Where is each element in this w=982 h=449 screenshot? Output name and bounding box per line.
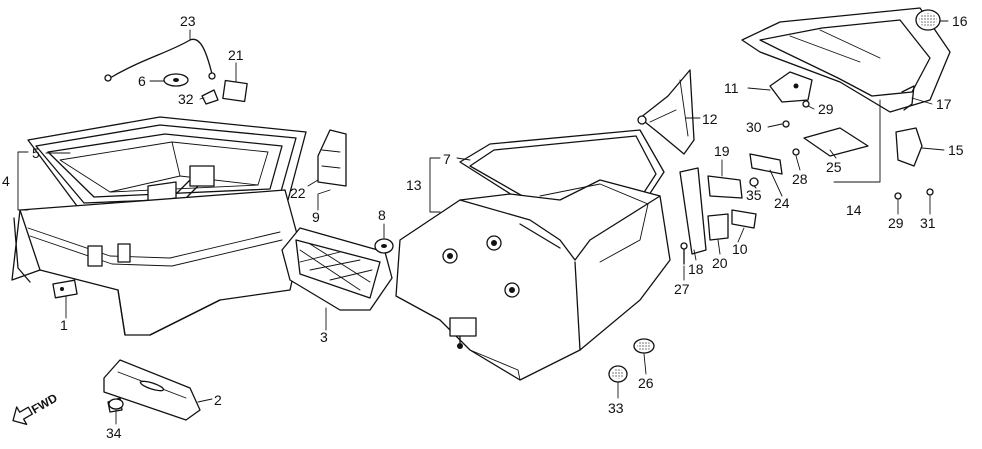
callout-31: 31 bbox=[920, 215, 936, 231]
callout-30: 30 bbox=[746, 119, 762, 135]
callout-29-upper: 29 bbox=[818, 101, 834, 117]
callout-1: 1 bbox=[60, 317, 68, 333]
callout-34: 34 bbox=[106, 425, 122, 441]
reflector-panel bbox=[281, 227, 393, 311]
callout-11: 11 bbox=[724, 80, 739, 96]
trunk-assembly bbox=[395, 129, 671, 381]
callout-21: 21 bbox=[228, 47, 244, 63]
callout-25: 25 bbox=[826, 159, 842, 175]
callout-26: 26 bbox=[638, 375, 654, 391]
small-hardware bbox=[104, 38, 934, 410]
callout-18: 18 bbox=[688, 261, 704, 277]
callout-32: 32 bbox=[178, 91, 194, 107]
callout-5: 5 bbox=[32, 145, 40, 161]
callout-23: 23 bbox=[180, 13, 196, 29]
callout-13: 13 bbox=[406, 177, 422, 193]
callout-29-lower: 29 bbox=[888, 215, 904, 231]
callout-12: 12 bbox=[702, 111, 718, 127]
callout-labels: 1 2 3 4 5 6 7 8 9 10 11 12 13 14 15 16 1… bbox=[2, 13, 968, 441]
callout-35: 35 bbox=[746, 187, 762, 203]
backrest-assembly bbox=[741, 7, 951, 167]
leader-lines bbox=[17, 20, 949, 425]
callout-14: 14 bbox=[846, 202, 862, 218]
callout-16: 16 bbox=[952, 13, 968, 29]
callout-8: 8 bbox=[378, 207, 386, 223]
mounting-bracket bbox=[103, 359, 201, 421]
callout-17: 17 bbox=[936, 96, 952, 112]
callout-3: 3 bbox=[320, 329, 328, 345]
fwd-label: FWD bbox=[29, 391, 60, 417]
hinge-parts bbox=[679, 153, 783, 255]
callout-4: 4 bbox=[2, 173, 10, 189]
callout-33: 33 bbox=[608, 400, 624, 416]
callout-7: 7 bbox=[443, 151, 451, 167]
saddlebag-assembly bbox=[11, 116, 307, 336]
callout-27: 27 bbox=[674, 281, 690, 297]
callout-28: 28 bbox=[792, 171, 808, 187]
callout-22: 22 bbox=[290, 185, 306, 201]
callout-2: 2 bbox=[214, 392, 222, 408]
callout-20: 20 bbox=[712, 255, 728, 271]
callout-6: 6 bbox=[138, 73, 146, 89]
callout-9: 9 bbox=[312, 209, 320, 225]
callout-10: 10 bbox=[732, 241, 748, 257]
callout-19: 19 bbox=[714, 143, 730, 159]
stay-bracket bbox=[637, 69, 695, 155]
callout-15: 15 bbox=[948, 142, 964, 158]
forward-direction-indicator: FWD bbox=[12, 391, 60, 425]
callout-24: 24 bbox=[774, 195, 790, 211]
